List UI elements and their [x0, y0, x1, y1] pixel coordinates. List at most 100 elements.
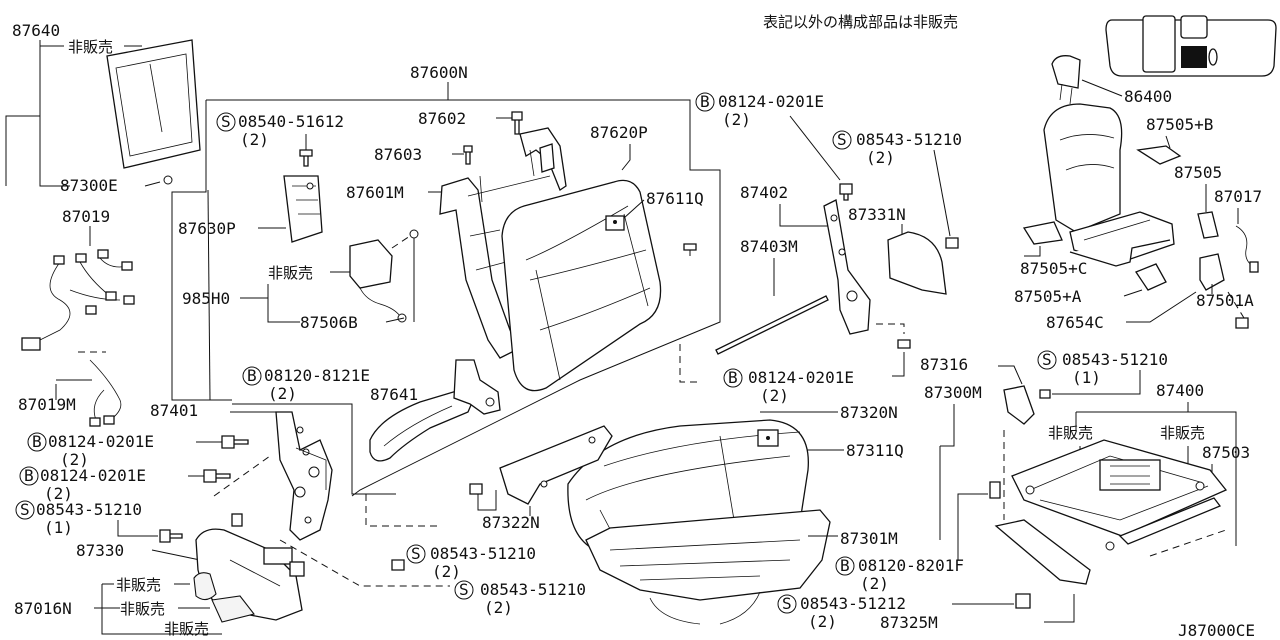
fastener-08543-lower-b: S 08543-51210 (2): [454, 580, 586, 617]
svg-text:B: B: [728, 368, 738, 387]
part-985H0: 985H0: [182, 289, 230, 308]
part-87602: 87602: [418, 109, 466, 128]
figure-code: J87000CE: [1178, 621, 1255, 640]
part-87401: 87401: [150, 401, 198, 420]
wire-harness-2: [89, 359, 122, 427]
recliner-lever: [369, 359, 501, 462]
svg-text:(2): (2): [866, 148, 895, 167]
part-87630P: 87630P: [178, 219, 236, 238]
airbag-module: [349, 229, 419, 323]
svg-text:S: S: [459, 580, 469, 599]
fastener-08543-right: S 08543-51210 (1): [1037, 350, 1168, 387]
vehicle-seat-thumbnail: [1105, 15, 1277, 77]
not-sold-3: 非販売: [164, 620, 209, 638]
part-87330: 87330: [76, 541, 124, 560]
part-87400: 87400: [1156, 381, 1204, 400]
part-87320N: 87320N: [840, 403, 898, 422]
svg-text:S: S: [411, 544, 421, 563]
svg-text:(2): (2): [760, 386, 789, 405]
svg-text:(2): (2): [240, 130, 269, 149]
svg-text:S: S: [782, 594, 792, 613]
recliner-cover: [887, 231, 947, 295]
svg-text:08120-8121E: 08120-8121E: [264, 366, 370, 385]
svg-text:(2): (2): [268, 384, 297, 403]
part-87503: 87503: [1202, 443, 1250, 462]
part-87300E: 87300E: [60, 176, 118, 195]
svg-text:(1): (1): [44, 518, 73, 537]
not-sold-note: 表記以外の構成部品は非販売: [763, 13, 958, 31]
svg-text:08543-51210: 08543-51210: [480, 580, 586, 599]
fastener-08124-mid: B 08124-0201E (2): [723, 368, 854, 405]
fastener-08124-b: B 08124-0201E (2): [19, 466, 146, 503]
fastener-08120-8121E: B 08120-8121E (2): [242, 366, 370, 403]
part-87640: 87640: [12, 21, 60, 40]
fastener-08543-lower-a: S 08543-51210 (2): [406, 544, 536, 581]
part-87017: 87017: [1214, 187, 1262, 206]
part-87600N: 87600N: [410, 63, 468, 82]
svg-text:08543-51210: 08543-51210: [856, 130, 962, 149]
not-sold-87640: 非販売: [68, 38, 113, 56]
svg-text:08124-0201E: 08124-0201E: [40, 466, 146, 485]
svg-text:08124-0201E: 08124-0201E: [48, 432, 154, 451]
fastener-08543-51212: S 08543-51212 (2): [777, 594, 906, 631]
svg-text:B: B: [247, 366, 257, 385]
svg-text:(2): (2): [722, 110, 751, 129]
lumbar-pocket: [283, 175, 323, 243]
part-87654C: 87654C: [1046, 313, 1104, 332]
part-87311Q: 87311Q: [846, 441, 904, 460]
svg-text:08120-8201F: 08120-8201F: [858, 556, 964, 575]
part-87505: 87505: [1174, 163, 1222, 182]
side-cover: [193, 513, 305, 623]
svg-text:(2): (2): [44, 484, 73, 503]
part-87019M: 87019M: [18, 395, 76, 414]
fastener-08124-top: B 08124-0201E (2): [695, 92, 824, 129]
svg-text:(2): (2): [484, 598, 513, 617]
part-87505B: 87505+B: [1146, 115, 1213, 134]
svg-text:08543-51212: 08543-51212: [800, 594, 906, 613]
fastener-08124-a: B 08124-0201E (2): [27, 432, 154, 469]
seat-cushion-frame: [585, 509, 831, 625]
part-87603: 87603: [374, 145, 422, 164]
svg-text:S: S: [837, 130, 847, 149]
svg-text:S: S: [20, 500, 30, 519]
part-87331N: 87331N: [848, 205, 906, 224]
part-87316: 87316: [920, 355, 968, 374]
seat-assembly-illustration: [1043, 55, 1175, 267]
svg-text:08543-51210: 08543-51210: [430, 544, 536, 563]
svg-text:08124-0201E: 08124-0201E: [718, 92, 824, 111]
part-87322N: 87322N: [482, 513, 540, 532]
part-87301M: 87301M: [840, 529, 898, 548]
seatback-frame: [439, 127, 567, 359]
part-87019: 87019: [62, 207, 110, 226]
not-sold-985H0: 非販売: [268, 264, 313, 282]
seat-track: [994, 430, 1228, 585]
part-87620P: 87620P: [590, 123, 648, 142]
svg-text:08540-51612: 08540-51612: [238, 112, 344, 131]
part-87402: 87402: [740, 183, 788, 202]
part-87016N: 87016N: [14, 599, 72, 618]
part-87300M: 87300M: [924, 383, 982, 402]
part-87501A: 87501A: [1196, 291, 1254, 310]
svg-text:(1): (1): [1072, 368, 1101, 387]
part-87403M: 87403M: [740, 237, 798, 256]
svg-text:S: S: [1042, 350, 1052, 369]
recliner-bracket-right: [823, 199, 871, 335]
svg-text:(2): (2): [860, 574, 889, 593]
wire-harness: [21, 249, 135, 351]
recliner-bracket: [275, 411, 333, 541]
fastener-08120-8201F: B 08120-8201F (2): [835, 556, 964, 593]
fastener-08540: S 08540-51612 (2): [216, 112, 344, 149]
svg-text:B: B: [24, 466, 34, 485]
part-87601M: 87601M: [346, 183, 404, 202]
part-87505C: 87505+C: [1020, 259, 1087, 278]
svg-text:(2): (2): [60, 450, 89, 469]
part-87325M: 87325M: [880, 613, 938, 632]
svg-text:B: B: [840, 556, 850, 575]
part-87505A: 87505+A: [1014, 287, 1082, 306]
not-sold-2: 非販売: [120, 600, 165, 618]
svg-text:S: S: [221, 112, 231, 131]
part-86400: 86400: [1124, 87, 1172, 106]
svg-text:08543-51210: 08543-51210: [36, 500, 142, 519]
seat-pan-bracket: [499, 425, 613, 505]
